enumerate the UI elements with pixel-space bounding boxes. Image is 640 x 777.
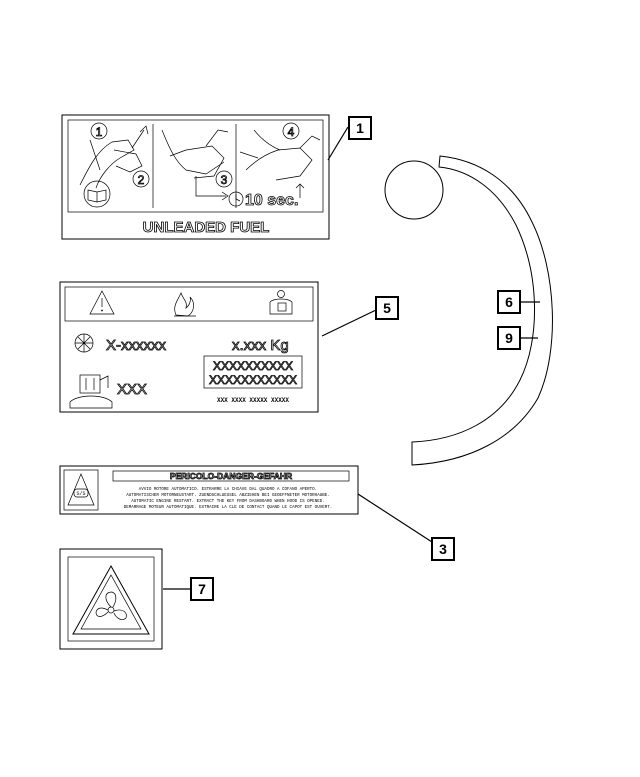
danger-line-de: AUTOMATISCHER MOTORNEUSTART. ZUENDSCHLUE…: [126, 494, 330, 498]
callout-9-label: 9: [505, 330, 513, 346]
fuel-step2-illustration: [161, 129, 229, 201]
manual-book-icon: [83, 180, 111, 208]
callout-1[interactable]: 1: [348, 116, 372, 140]
callout-7[interactable]: 7: [190, 577, 214, 601]
snowflake-icon: [74, 333, 94, 353]
refrigerant-charge: x.xxx Kg: [232, 337, 289, 354]
svg-text:S/S: S/S: [76, 491, 85, 497]
unleaded-fuel-label: 1 2 3 4 10 sec. UNLEADED FUEL: [61, 114, 330, 240]
fuel-step-3-label: 3: [221, 173, 228, 187]
fuel-step3-illustration: [239, 129, 321, 198]
callout-6[interactable]: 6: [497, 290, 521, 314]
warning-triangle-icon: [89, 290, 115, 315]
flame-icon: [174, 292, 196, 317]
ac-refrigerant-label: X-xxxxxx x.xxx Kg XXXXXXXXXX XXXXXXXXXXX…: [59, 281, 319, 413]
technician-manual-icon: [269, 290, 293, 315]
oil-type: XXX: [117, 381, 147, 398]
danger-line-it: AVVIO MOTORE AUTOMATICO. ESTRARRE LA CHI…: [139, 488, 317, 492]
callout-6-label: 6: [505, 294, 513, 310]
danger-line-fr: DEMARRAGE MOTEUR AUTOMATIQUE. EXTRAIRE L…: [124, 506, 333, 510]
callout-1-label: 1: [356, 120, 364, 136]
ac-code-line-2: XXXXXXXXXXX: [209, 373, 297, 387]
clock-icon: [228, 191, 244, 207]
danger-title: PERICOLO-DANGER-GEFAHR: [170, 471, 292, 481]
fan-icon: [95, 591, 127, 620]
fuel-step-2-label: 2: [138, 173, 145, 187]
ac-code-line-1: XXXXXXXXXX: [213, 359, 293, 373]
engine-start-warning-icon: S/S: [67, 473, 95, 506]
callout-3[interactable]: 3: [431, 537, 455, 561]
fuel-step-1-label: 1: [96, 125, 103, 139]
callout-3-label: 3: [439, 541, 447, 557]
fan-warning-label: [59, 548, 163, 650]
callout-9[interactable]: 9: [497, 326, 521, 350]
fuel-step1-illustration: [79, 125, 149, 189]
danger-engine-restart-label: S/S PERICOLO-DANGER-GEFAHR AVVIO MOTORE …: [59, 465, 359, 515]
callout-7-label: 7: [198, 581, 206, 597]
callout-5[interactable]: 5: [375, 296, 399, 320]
fuel-time-label: 10 sec.: [245, 192, 298, 209]
callout-5-label: 5: [383, 300, 391, 316]
unleaded-fuel-title: UNLEADED FUEL: [143, 219, 270, 236]
compressor-oil-icon: [69, 374, 113, 409]
harness-arc-part: [384, 155, 553, 466]
ac-footer-text: XXX XXXX XXXXX XXXXX: [217, 397, 289, 404]
refrigerant-type: X-xxxxxx: [106, 337, 167, 354]
danger-line-en: AUTOMATIC ENGINE RESTART. EXTRACT THE KE…: [131, 500, 325, 504]
fuel-step-4-label: 4: [288, 125, 295, 139]
